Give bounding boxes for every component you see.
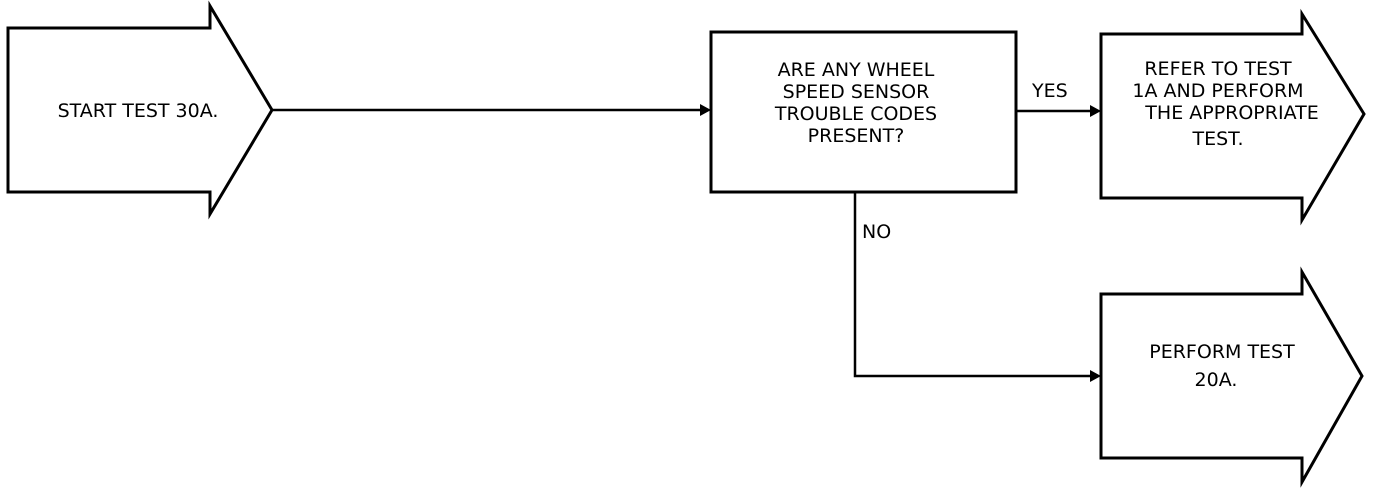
arrowhead-icon <box>1090 105 1101 117</box>
yes-target-line-1: REFER TO TEST <box>1144 58 1292 80</box>
start-node: START TEST 30A. <box>6 0 274 220</box>
start-arrow-shape <box>6 0 274 220</box>
decision-box <box>709 30 1018 194</box>
yes-target-node: REFER TO TEST 1A AND PERFORM THE APPROPR… <box>1099 8 1366 226</box>
yes-target-arrow-shape <box>1099 8 1366 226</box>
arrowhead-icon <box>700 104 711 116</box>
start-label: START TEST 30A. <box>58 100 219 122</box>
no-target-line-2: 20A. <box>1195 369 1238 391</box>
decision-line-1: ARE ANY WHEEL <box>778 59 935 81</box>
no-target-arrow-shape <box>1099 266 1364 488</box>
connector-no: NO <box>853 192 1101 382</box>
connector-yes: YES <box>1016 80 1101 117</box>
decision-node: ARE ANY WHEEL SPEED SENSOR TROUBLE CODES… <box>709 30 1018 194</box>
decision-line-2: SPEED SENSOR <box>783 81 930 103</box>
decision-line-3: TROUBLE CODES <box>774 103 937 125</box>
decision-line-4: PRESENT? <box>808 125 905 147</box>
no-label: NO <box>862 221 891 243</box>
no-target-node: PERFORM TEST 20A. <box>1099 266 1364 488</box>
yes-target-line-2: 1A AND PERFORM <box>1132 80 1303 102</box>
yes-target-line-4: TEST. <box>1191 128 1243 150</box>
connector-start-to-decision <box>272 104 711 116</box>
yes-label: YES <box>1031 80 1068 102</box>
arrowhead-icon <box>1090 370 1101 382</box>
yes-target-line-3: THE APPROPRIATE <box>1144 102 1318 124</box>
no-target-line-1: PERFORM TEST <box>1149 341 1295 363</box>
